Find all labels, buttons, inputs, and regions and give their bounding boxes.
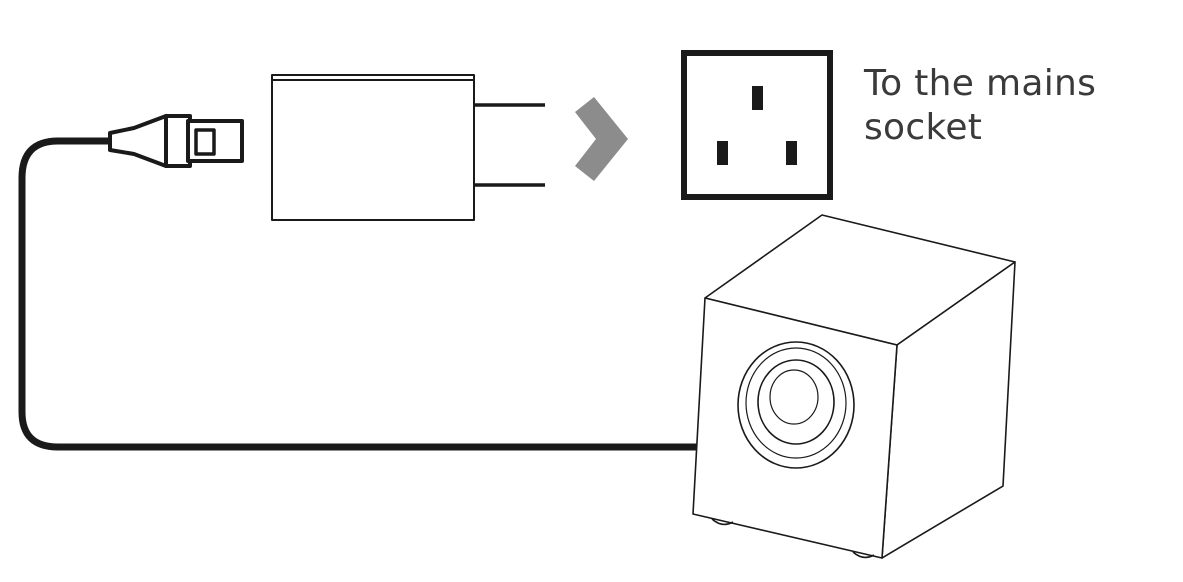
- subwoofer-speaker-icon: [692, 214, 1016, 559]
- caption-line-2: socket: [864, 107, 983, 148]
- power-cable: [18, 137, 704, 451]
- usb-plug-icon: [108, 114, 244, 168]
- caption-line-1: To the mains: [864, 63, 1097, 104]
- mains-socket-caption: To the mains socket: [864, 62, 1096, 150]
- chevron-right-icon: [575, 97, 628, 181]
- uk-mains-socket-icon: [681, 50, 833, 200]
- power-adapter-icon: [271, 74, 545, 221]
